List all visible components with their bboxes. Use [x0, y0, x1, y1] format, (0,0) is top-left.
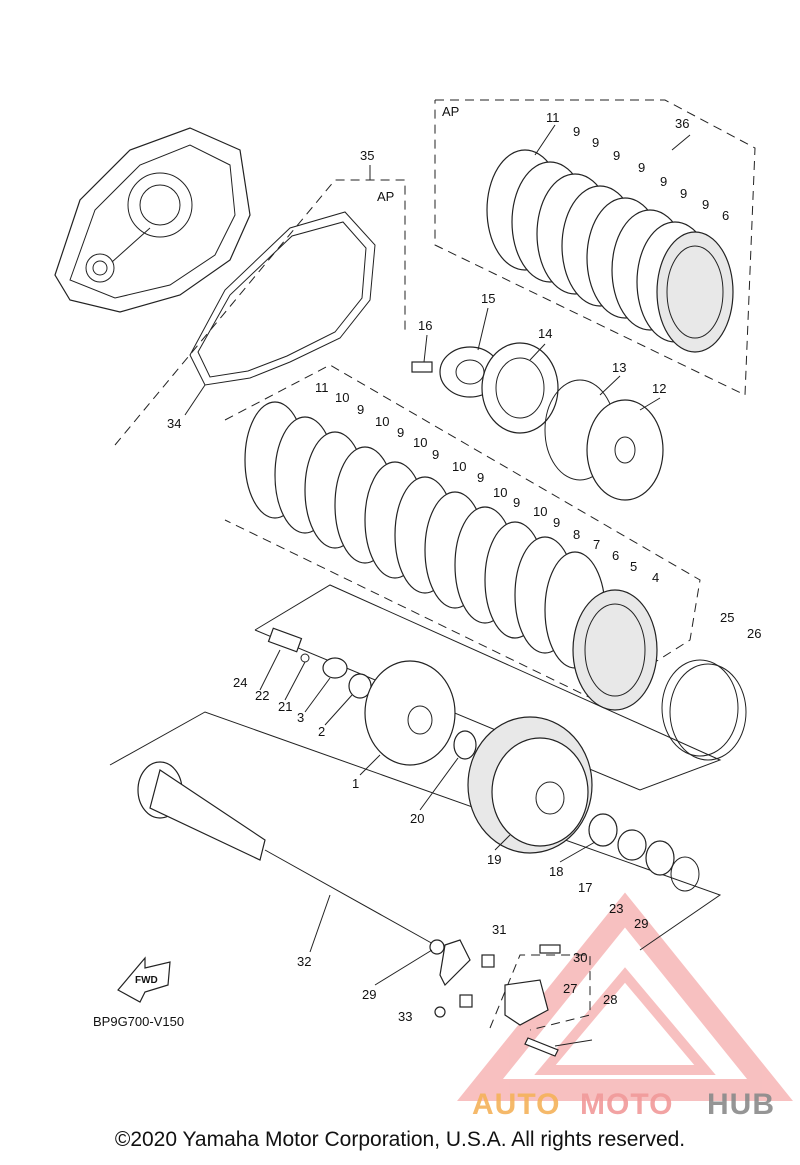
callout-label: 6	[612, 548, 619, 563]
callout-label: 31	[492, 922, 506, 937]
clutch-plate-stack	[244, 401, 658, 711]
callout-label: 18	[549, 864, 563, 879]
callouts: 11 9 9 9 9 9 9 9 6 36 35 16 15 14 13 12 …	[167, 110, 761, 1024]
callout-label: 10	[493, 485, 507, 500]
callout-label: 7	[593, 537, 600, 552]
callout-label: 29	[362, 987, 376, 1002]
fwd-arrow-icon: FWD	[117, 956, 171, 1003]
callout-label: 32	[297, 954, 311, 969]
callout-label: 9	[357, 402, 364, 417]
callout-label: 9	[660, 174, 667, 189]
clutch-housing-group	[467, 716, 700, 892]
diagram-code: BP9G700-V150	[93, 1014, 184, 1029]
spring-rings	[661, 659, 747, 761]
callout-label: 29	[634, 916, 648, 931]
watermark-moto: MOTO	[580, 1088, 673, 1121]
callout-label: 33	[398, 1009, 412, 1024]
callout-label: 10	[533, 504, 547, 519]
gasket	[189, 211, 376, 386]
ap-label-36: AP	[442, 104, 459, 119]
callout-label: 2	[318, 724, 325, 739]
push-lever-group	[429, 939, 561, 1057]
callout-label: 9	[477, 470, 484, 485]
ap-label-35: AP	[377, 189, 394, 204]
callout-label: 9	[613, 148, 620, 163]
lever-box	[489, 954, 591, 1031]
callout-label: 11	[546, 110, 560, 125]
assembly-box-36	[434, 99, 756, 396]
callout-label: 24	[233, 675, 247, 690]
callout-label: 23	[609, 901, 623, 916]
callout-label: 9	[397, 425, 404, 440]
callout-label: 35	[360, 148, 374, 163]
crankcase-cover	[54, 127, 251, 313]
callout-label: 11	[315, 380, 329, 395]
shaft-box	[109, 711, 722, 951]
callout-label: 9	[592, 135, 599, 150]
callout-label: 9	[513, 495, 520, 510]
friction-plate-box	[224, 364, 701, 701]
callout-label: 10	[413, 435, 427, 450]
callout-label: 9	[432, 447, 439, 462]
callout-label: 5	[630, 559, 637, 574]
callout-label: 30	[573, 950, 587, 965]
callout-label: 17	[578, 880, 592, 895]
callout-label: 25	[720, 610, 734, 625]
callout-label: 10	[452, 459, 466, 474]
fwd-label: FWD	[135, 975, 158, 986]
plate-stack-36	[486, 149, 734, 353]
callout-label: 9	[573, 124, 580, 139]
callout-label: 19	[487, 852, 501, 867]
clutch-boss-group	[267, 627, 477, 766]
callout-label: 12	[652, 381, 666, 396]
callout-label: 9	[553, 515, 560, 530]
callout-label: 4	[652, 570, 659, 585]
callout-label: 34	[167, 416, 181, 431]
callout-label: 26	[747, 626, 761, 641]
callout-label: 1	[352, 776, 359, 791]
main-shaft	[137, 761, 436, 946]
callout-label: 9	[638, 160, 645, 175]
callout-label: 10	[375, 414, 389, 429]
watermark-text: AUTO MOTO HUB	[472, 1088, 775, 1121]
callout-label: 9	[680, 186, 687, 201]
callout-label: 22	[255, 688, 269, 703]
callout-label: 15	[481, 291, 495, 306]
callout-label: 21	[278, 699, 292, 714]
callout-label: 36	[675, 116, 689, 131]
pressure-plate-group	[411, 342, 664, 501]
watermark-auto: AUTO	[472, 1088, 560, 1121]
callout-label: 10	[335, 390, 349, 405]
callout-label: 9	[702, 197, 709, 212]
callout-label: 20	[410, 811, 424, 826]
callout-label: 28	[603, 992, 617, 1007]
callout-label: 8	[573, 527, 580, 542]
callout-label: 14	[538, 326, 552, 341]
watermark-hub: HUB	[707, 1088, 775, 1121]
copyright-notice: ©2020 Yamaha Motor Corporation, U.S.A. A…	[114, 1128, 686, 1151]
callout-label: 27	[563, 981, 577, 996]
callout-label: 13	[612, 360, 626, 375]
leader-lines	[184, 124, 691, 1047]
watermark-logo	[457, 892, 793, 1101]
callout-label: 16	[418, 318, 432, 333]
callout-label: 3	[297, 710, 304, 725]
callout-label: 6	[722, 208, 729, 223]
